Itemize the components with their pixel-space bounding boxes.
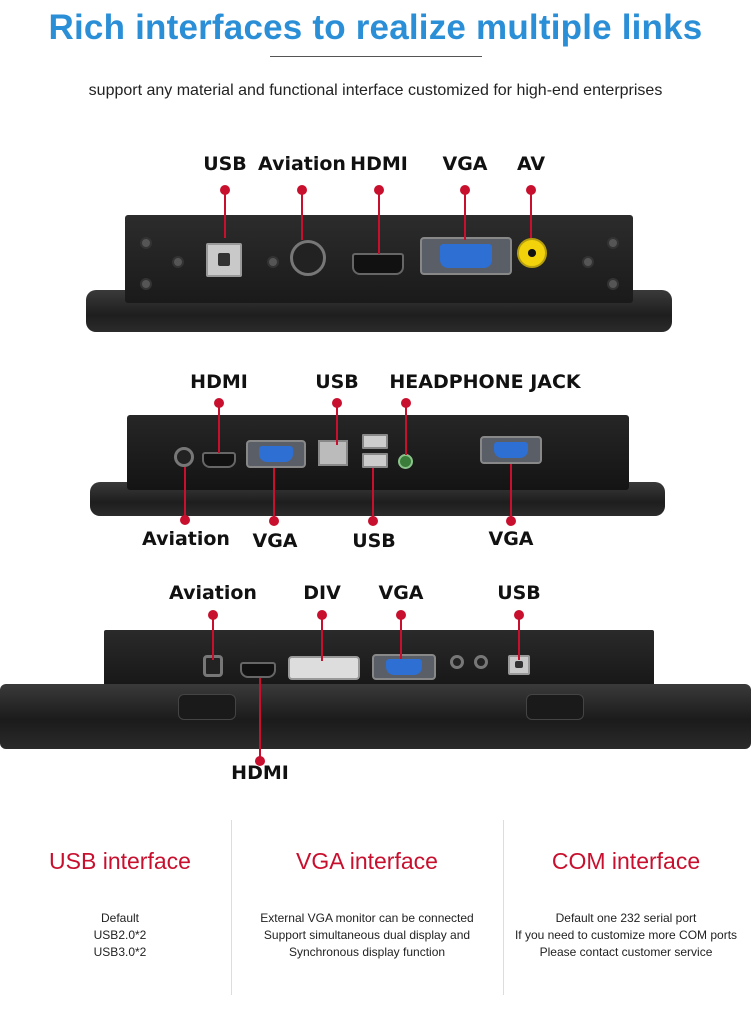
label-vga: VGA bbox=[378, 582, 424, 604]
label-hdmi: HDMI bbox=[231, 762, 289, 784]
label-aviation: Aviation bbox=[258, 153, 346, 175]
ethernet-port-icon bbox=[318, 440, 348, 466]
hdmi-port-icon bbox=[202, 452, 236, 468]
screw-icon bbox=[267, 256, 279, 268]
feature-title-com: COM interface bbox=[551, 848, 701, 874]
mount-bracket bbox=[526, 694, 584, 720]
feature-desc-usb: Default USB2.0*2 USB3.0*2 bbox=[20, 910, 220, 961]
label-div: DIV bbox=[303, 582, 341, 604]
headphone-jack-icon bbox=[398, 454, 413, 469]
label-vga: VGA bbox=[252, 530, 298, 552]
mount-bracket bbox=[178, 694, 236, 720]
label-usb: USB bbox=[352, 530, 396, 552]
audio-jack-icon bbox=[474, 655, 488, 669]
usb-b-port-icon bbox=[206, 243, 242, 277]
screw-icon bbox=[607, 278, 619, 290]
usb-a-port-icon bbox=[362, 434, 388, 449]
vga-port-icon bbox=[372, 654, 436, 680]
vga-port-icon bbox=[480, 436, 542, 464]
label-headphone-jack: HEADPHONE JACK bbox=[389, 371, 581, 393]
label-aviation: Aviation bbox=[142, 528, 230, 550]
label-vga-2: VGA bbox=[488, 528, 534, 550]
feature-title-usb: USB interface bbox=[49, 848, 191, 874]
feature-line: Support simultaneous dual display and bbox=[263, 928, 471, 942]
screw-icon bbox=[607, 237, 619, 249]
device-3-bezel bbox=[0, 684, 751, 749]
label-vga: VGA bbox=[442, 153, 488, 175]
label-aviation: Aviation bbox=[169, 582, 257, 604]
hdmi-port-icon bbox=[240, 662, 276, 678]
screw-icon bbox=[140, 237, 152, 249]
screw-icon bbox=[172, 256, 184, 268]
label-av: AV bbox=[516, 153, 546, 175]
label-hdmi: HDMI bbox=[350, 153, 408, 175]
label-hdmi: HDMI bbox=[190, 371, 248, 393]
feature-line: If you need to customize more COM ports bbox=[514, 928, 738, 942]
hdmi-port-icon bbox=[352, 253, 404, 275]
page-subtitle: support any material and functional inte… bbox=[88, 82, 663, 99]
dvi-port-icon bbox=[288, 656, 360, 680]
aviation-port-icon bbox=[290, 240, 326, 276]
feature-line: USB3.0*2 bbox=[93, 945, 147, 959]
divider bbox=[231, 820, 232, 995]
feature-line: Default bbox=[100, 911, 140, 925]
screw-icon bbox=[582, 256, 594, 268]
feature-line: Please contact customer service bbox=[539, 945, 713, 959]
title-underline bbox=[270, 56, 482, 57]
screw-icon bbox=[140, 278, 152, 290]
aviation-port-icon bbox=[174, 447, 194, 467]
usb-a-port-icon bbox=[362, 453, 388, 468]
feature-line: External VGA monitor can be connected bbox=[260, 911, 474, 925]
feature-line: Default one 232 serial port bbox=[555, 911, 697, 925]
audio-jack-icon bbox=[450, 655, 464, 669]
feature-desc-com: Default one 232 serial port If you need … bbox=[508, 910, 744, 961]
feature-line: USB2.0*2 bbox=[93, 928, 147, 942]
vga-port-icon bbox=[420, 237, 512, 275]
label-usb: USB bbox=[497, 582, 541, 604]
vga-port-icon bbox=[246, 440, 306, 468]
label-usb: USB bbox=[315, 371, 359, 393]
av-port-icon bbox=[517, 238, 547, 268]
label-usb: USB bbox=[203, 153, 247, 175]
feature-title-vga: VGA interface bbox=[296, 848, 438, 874]
feature-desc-vga: External VGA monitor can be connected Su… bbox=[236, 910, 498, 961]
feature-line: Synchronous display function bbox=[288, 945, 446, 959]
divider bbox=[503, 820, 504, 995]
page-title: Rich interfaces to realize multiple link… bbox=[48, 8, 703, 47]
